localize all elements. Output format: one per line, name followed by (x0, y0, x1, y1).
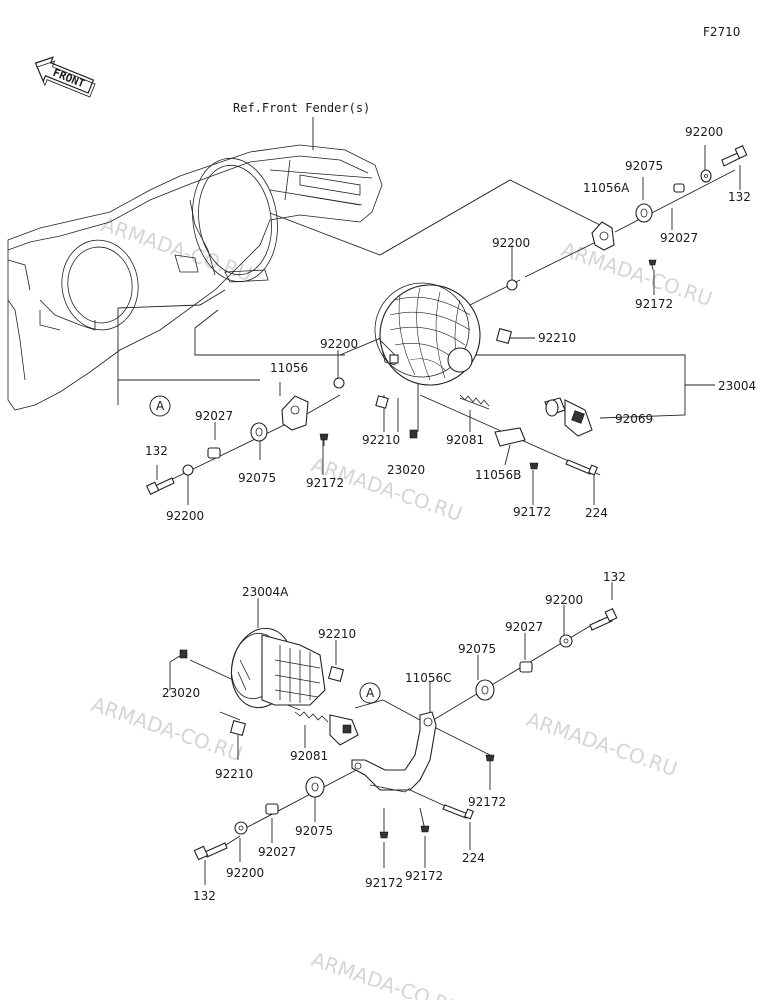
callout-a-lower: A (359, 682, 381, 704)
collar-92075-left (250, 422, 268, 442)
part-label: 92210 (318, 627, 356, 641)
spring-92081-upper (459, 394, 490, 410)
clip-23020-upper (409, 429, 418, 439)
bolt-132-top-lower (589, 608, 618, 631)
bracket-11056a (591, 221, 615, 251)
part-label: 92172 (468, 795, 506, 809)
front-fender-housing (7, 144, 383, 411)
part-label: 92200 (685, 125, 723, 139)
part-label: 92172 (365, 876, 403, 890)
washer-92200-bottom-lower (234, 821, 248, 835)
watermark: ARMADA-CO.RU (308, 947, 465, 1000)
sleeve-92027-top-lower (519, 661, 533, 673)
part-label: 224 (462, 851, 485, 865)
part-label: 92210 (538, 331, 576, 345)
bolt-132-top (721, 145, 748, 167)
washer-92200-top (700, 169, 712, 183)
washer-92200-mid (506, 279, 518, 291)
screw-92172-a-lower (379, 831, 389, 839)
screw-92172-b-lower (420, 825, 430, 833)
harness-92081-lower (294, 711, 359, 746)
clip-23020-lower (179, 649, 188, 659)
figure-code: F2710 (703, 25, 740, 39)
callout-a-upper: A (149, 395, 171, 417)
washer-92200-top-lower (559, 634, 573, 648)
part-label: 92075 (238, 471, 276, 485)
part-label: 92210 (362, 433, 400, 447)
part-label: 92027 (660, 231, 698, 245)
sleeve-92027-left (207, 447, 221, 459)
collar-92075-top (635, 203, 653, 223)
part-label: 132 (728, 190, 751, 204)
part-label: 92200 (226, 866, 264, 880)
part-label: 23020 (162, 686, 200, 700)
washer-92200-bottom (182, 464, 194, 476)
screw-92172-top (648, 259, 657, 271)
lower-labels: 132 92200 23004A 92210 92027 92075 23020… (162, 570, 626, 903)
part-label: 132 (193, 889, 216, 903)
part-label: 92200 (166, 509, 204, 523)
part-label: 92081 (290, 749, 328, 763)
part-label: 92200 (492, 236, 530, 250)
part-label: 92172 (405, 869, 443, 883)
nut-92210-right (495, 327, 513, 345)
part-label: 92075 (625, 159, 663, 173)
upper-labels: 92200 132 92075 11056A 92027 92172 92200… (145, 125, 756, 523)
part-label: 224 (585, 506, 608, 520)
collar-92075-top-lower (475, 679, 495, 701)
bracket-11056b (494, 427, 526, 447)
part-label: 132 (145, 444, 168, 458)
watermark: ARMADA-CO.RU (88, 692, 245, 766)
screw-92172-right-lower (485, 754, 495, 762)
headlight-23004a (230, 627, 326, 709)
part-label: 92027 (195, 409, 233, 423)
bolt-132-bottom-lower (193, 842, 228, 861)
part-label: 132 (603, 570, 626, 584)
part-label: 11056C (405, 671, 452, 685)
sleeve-92027-top (673, 183, 685, 193)
part-label: 23004 (718, 379, 756, 393)
part-label: 92172 (513, 505, 551, 519)
part-label: 11056A (583, 181, 630, 195)
part-label: 92081 (446, 433, 484, 447)
part-label: 92069 (615, 412, 653, 426)
part-label: 92027 (258, 845, 296, 859)
collar-92075-bottom-lower (305, 776, 325, 798)
part-label: 11056 (270, 361, 308, 375)
screw-92172-left (319, 433, 329, 446)
nut-92210-left (375, 395, 389, 409)
bracket-11056 (281, 395, 309, 431)
nut-92210-bottom-lower (229, 719, 247, 737)
watermark: ARMADA-CO.RU (523, 707, 680, 781)
front-arrow-icon: FRONT (34, 56, 96, 98)
part-label: 92172 (306, 476, 344, 490)
nut-92210-top-lower (327, 665, 345, 683)
part-label: 92075 (295, 824, 333, 838)
callout-a: A (156, 399, 165, 413)
part-label: 92075 (458, 642, 496, 656)
sleeve-92027-bottom-lower (265, 803, 279, 815)
part-label: 92172 (635, 297, 673, 311)
screw-92172-bottom (529, 462, 539, 470)
part-label: 11056B (475, 468, 521, 482)
bolt-224-lower (442, 804, 474, 820)
headlight-23004 (374, 282, 481, 386)
callout-a: A (366, 686, 375, 700)
part-label: 23020 (387, 463, 425, 477)
bracket-11056c (351, 711, 437, 793)
bolt-132-left (145, 477, 175, 495)
ref-front-fender-label: Ref.Front Fender(s) (233, 101, 370, 115)
part-label: 23004A (242, 585, 289, 599)
part-label: 92200 (545, 593, 583, 607)
part-label: 92027 (505, 620, 543, 634)
washer-92200-left (333, 377, 345, 389)
bolt-224-upper (565, 459, 598, 476)
part-label: 92210 (215, 767, 253, 781)
bulb-92069 (544, 397, 593, 437)
part-label: 92200 (320, 337, 358, 351)
